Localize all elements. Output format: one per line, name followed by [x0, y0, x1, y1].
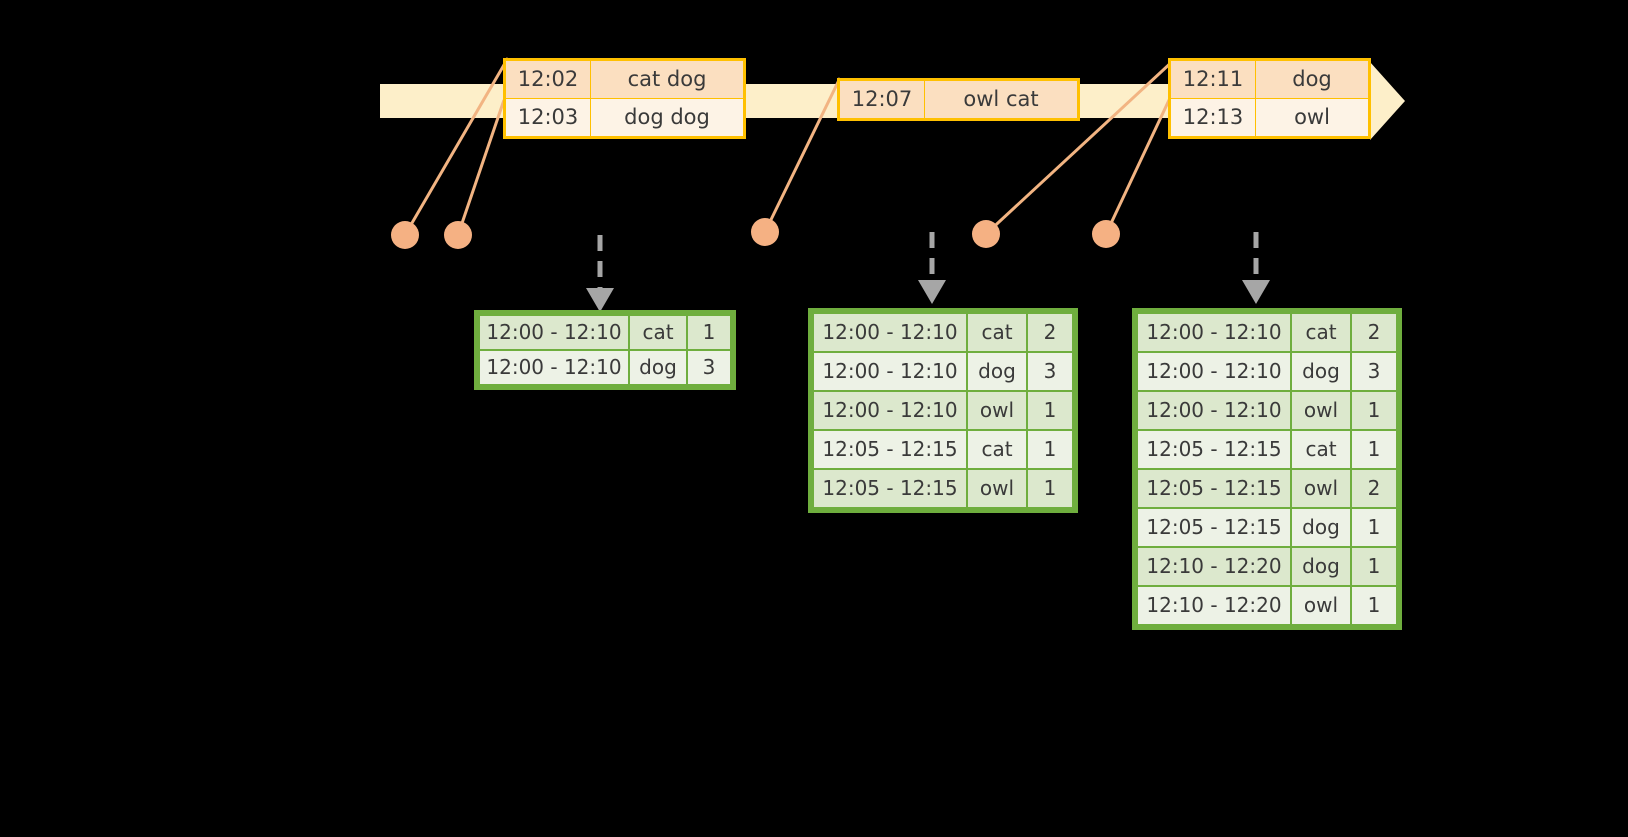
event-time: 12:07 — [838, 79, 925, 120]
event-time: 12:02 — [504, 59, 591, 99]
window-cell: 12:05 - 12:15 — [1138, 509, 1290, 546]
event-row: 12:02 cat dog — [504, 59, 745, 99]
down-arrow-2 — [918, 232, 946, 304]
event-row: 12:13 owl — [1169, 98, 1370, 138]
word-cell: owl — [1292, 392, 1350, 429]
table-row: 12:10 - 12:20 dog 1 — [1138, 548, 1396, 585]
window-cell: 12:00 - 12:10 — [1138, 392, 1290, 429]
table-row: 12:00 - 12:10 cat 2 — [1138, 314, 1396, 351]
event-words: owl cat — [924, 79, 1079, 120]
table-row: 12:00 - 12:10 owl 1 — [814, 392, 1072, 429]
event-words: cat dog — [590, 59, 745, 99]
table-row: 12:00 - 12:10 owl 1 — [1138, 392, 1396, 429]
window-cell: 12:00 - 12:10 — [814, 392, 966, 429]
word-cell: cat — [1292, 314, 1350, 351]
table-row: 12:00 - 12:10 cat 1 — [480, 316, 730, 349]
count-cell: 1 — [1352, 509, 1396, 546]
event-dot-4 — [972, 220, 1000, 248]
event-time: 12:13 — [1169, 98, 1256, 138]
table-row: 12:00 - 12:10 cat 2 — [814, 314, 1072, 351]
event-box-group-3: 12:11 dog 12:13 owl — [1168, 58, 1371, 139]
count-cell: 1 — [1352, 392, 1396, 429]
count-cell: 3 — [1028, 353, 1072, 390]
word-cell: cat — [1292, 431, 1350, 468]
event-time: 12:11 — [1169, 59, 1256, 99]
count-cell: 2 — [1352, 470, 1396, 507]
window-cell: 12:05 - 12:15 — [1138, 470, 1290, 507]
window-cell: 12:10 - 12:20 — [1138, 587, 1290, 624]
table-row: 12:05 - 12:15 cat 1 — [814, 431, 1072, 468]
table-row: 12:05 - 12:15 owl 1 — [814, 470, 1072, 507]
table-row: 12:05 - 12:15 dog 1 — [1138, 509, 1396, 546]
event-box-group-2: 12:07 owl cat — [837, 78, 1080, 121]
window-cell: 12:05 - 12:15 — [814, 470, 966, 507]
table-row: 12:00 - 12:10 dog 3 — [1138, 353, 1396, 390]
event-words: dog dog — [590, 98, 745, 138]
down-arrow-3 — [1242, 232, 1270, 304]
event-words: dog — [1255, 59, 1370, 99]
word-cell: cat — [968, 314, 1026, 351]
window-cell: 12:00 - 12:10 — [1138, 314, 1290, 351]
window-cell: 12:05 - 12:15 — [1138, 431, 1290, 468]
word-cell: owl — [1292, 587, 1350, 624]
count-cell: 1 — [1028, 431, 1072, 468]
count-cell: 2 — [1028, 314, 1072, 351]
word-cell: dog — [630, 351, 686, 384]
table-row: 12:10 - 12:20 owl 1 — [1138, 587, 1396, 624]
word-cell: owl — [968, 470, 1026, 507]
connector-line-1 — [403, 57, 510, 236]
window-cell: 12:00 - 12:10 — [814, 314, 966, 351]
count-cell: 1 — [1352, 431, 1396, 468]
word-cell: cat — [630, 316, 686, 349]
count-cell: 1 — [1028, 392, 1072, 429]
event-words: owl — [1255, 98, 1370, 138]
count-cell: 3 — [688, 351, 730, 384]
count-cell: 2 — [1352, 314, 1396, 351]
event-box-group-1: 12:02 cat dog 12:03 dog dog — [503, 58, 746, 139]
down-arrows — [586, 232, 1270, 312]
result-table-3: 12:00 - 12:10 cat 2 12:00 - 12:10 dog 3 … — [1132, 308, 1402, 630]
event-dot-3 — [751, 218, 779, 246]
window-cell: 12:10 - 12:20 — [1138, 548, 1290, 585]
count-cell: 1 — [688, 316, 730, 349]
word-cell: cat — [968, 431, 1026, 468]
connector-line-3 — [763, 77, 842, 233]
table-row: 12:00 - 12:10 dog 3 — [814, 353, 1072, 390]
event-dot-1 — [391, 221, 419, 249]
count-cell: 1 — [1352, 587, 1396, 624]
event-row: 12:07 owl cat — [838, 79, 1079, 120]
count-cell: 3 — [1352, 353, 1396, 390]
table-row: 12:05 - 12:15 owl 2 — [1138, 470, 1396, 507]
down-arrow-1 — [586, 235, 614, 312]
window-cell: 12:05 - 12:15 — [814, 431, 966, 468]
count-cell: 1 — [1028, 470, 1072, 507]
word-cell: dog — [968, 353, 1026, 390]
table-row: 12:00 - 12:10 dog 3 — [480, 351, 730, 384]
window-cell: 12:00 - 12:10 — [480, 351, 628, 384]
connector-line-2 — [456, 99, 506, 236]
word-cell: dog — [1292, 353, 1350, 390]
word-cell: owl — [968, 392, 1026, 429]
event-row: 12:11 dog — [1169, 59, 1370, 99]
event-row: 12:03 dog dog — [504, 98, 745, 138]
window-cell: 12:00 - 12:10 — [814, 353, 966, 390]
word-cell: owl — [1292, 470, 1350, 507]
event-dots — [391, 218, 1120, 249]
event-dot-2 — [444, 221, 472, 249]
word-cell: dog — [1292, 509, 1350, 546]
event-time: 12:03 — [504, 98, 591, 138]
window-cell: 12:00 - 12:10 — [1138, 353, 1290, 390]
table-row: 12:05 - 12:15 cat 1 — [1138, 431, 1396, 468]
result-table-2: 12:00 - 12:10 cat 2 12:00 - 12:10 dog 3 … — [808, 308, 1078, 513]
window-cell: 12:00 - 12:10 — [480, 316, 628, 349]
connector-line-5 — [1104, 97, 1172, 235]
word-cell: dog — [1292, 548, 1350, 585]
result-table-1: 12:00 - 12:10 cat 1 12:00 - 12:10 dog 3 — [474, 310, 736, 390]
count-cell: 1 — [1352, 548, 1396, 585]
event-dot-5 — [1092, 220, 1120, 248]
